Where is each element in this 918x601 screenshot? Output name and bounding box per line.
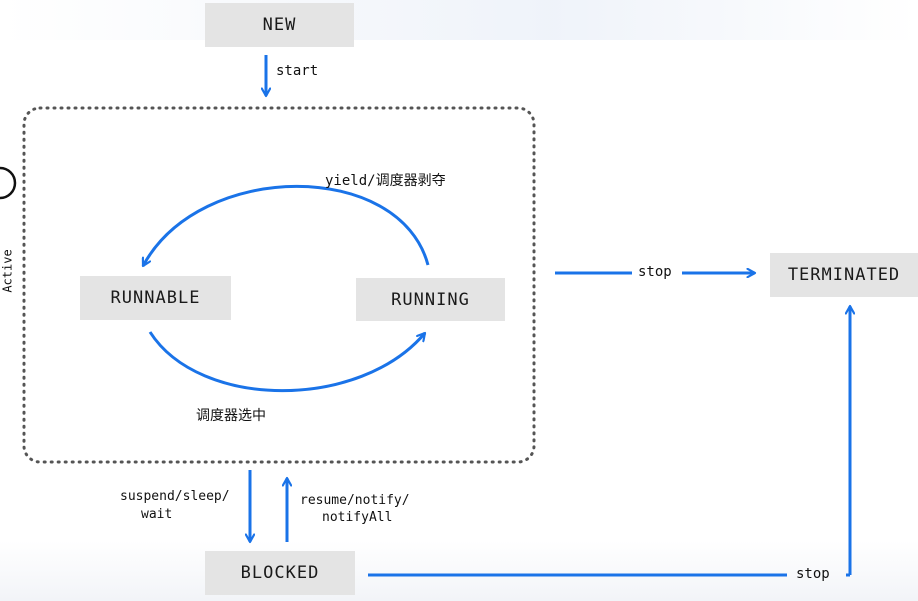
state-running: RUNNING bbox=[356, 278, 505, 321]
start-label: start bbox=[276, 63, 319, 79]
state-terminated: TERMINATED bbox=[770, 253, 918, 297]
header-band bbox=[0, 0, 918, 40]
suspend-label-line2: wait bbox=[141, 507, 173, 522]
scheduler-select-label: 调度器选中 bbox=[196, 408, 266, 424]
resume-label-line1: resume/notify/ bbox=[300, 493, 410, 508]
stop-bottom-label: stop bbox=[796, 566, 830, 582]
state-new: NEW bbox=[205, 3, 354, 47]
suspend-label-line1: suspend/sleep/ bbox=[120, 489, 230, 504]
yield-arc bbox=[141, 185, 430, 266]
active-region bbox=[22, 106, 536, 464]
yield-label: yield/调度器剥夺 bbox=[325, 173, 446, 189]
resume-label-line2: notifyAll bbox=[322, 510, 393, 525]
state-blocked: BLOCKED bbox=[205, 551, 355, 595]
stop-top-label: stop bbox=[638, 264, 672, 280]
edge-circle bbox=[0, 166, 17, 200]
active-label: Active bbox=[0, 249, 15, 293]
state-runnable: RUNNABLE bbox=[80, 276, 231, 320]
select-arc bbox=[148, 331, 427, 392]
